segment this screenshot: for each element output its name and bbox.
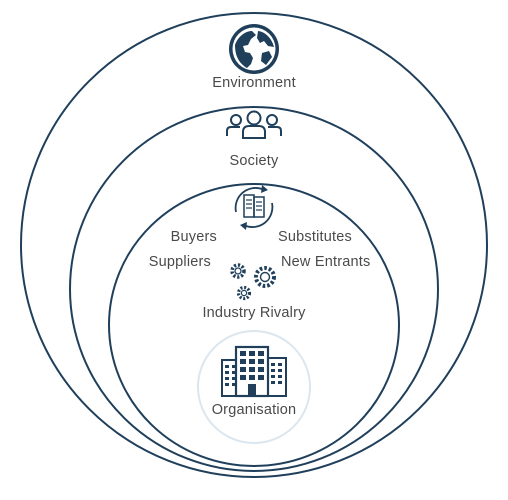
environment-label: Environment [212, 75, 296, 91]
gears-icon [230, 263, 276, 301]
people-icon [226, 110, 282, 139]
new-entrants-label: New Entrants [281, 254, 371, 270]
globe-icon [229, 24, 279, 74]
society-label: Society [229, 153, 279, 169]
organisation-label: Organisation [211, 402, 297, 418]
industry-rivalry-label: Industry Rivalry [202, 305, 306, 321]
office-buildings-icon [221, 345, 287, 398]
organisation-ring [197, 330, 311, 444]
suppliers-label: Suppliers [148, 254, 211, 270]
buyers-label: Buyers [170, 229, 217, 245]
substitutes-label: Substitutes [278, 229, 352, 245]
society-ring [69, 106, 439, 472]
industry-ring [108, 183, 400, 467]
building-cycle-icon [234, 185, 274, 230]
environment-ring [20, 12, 488, 478]
